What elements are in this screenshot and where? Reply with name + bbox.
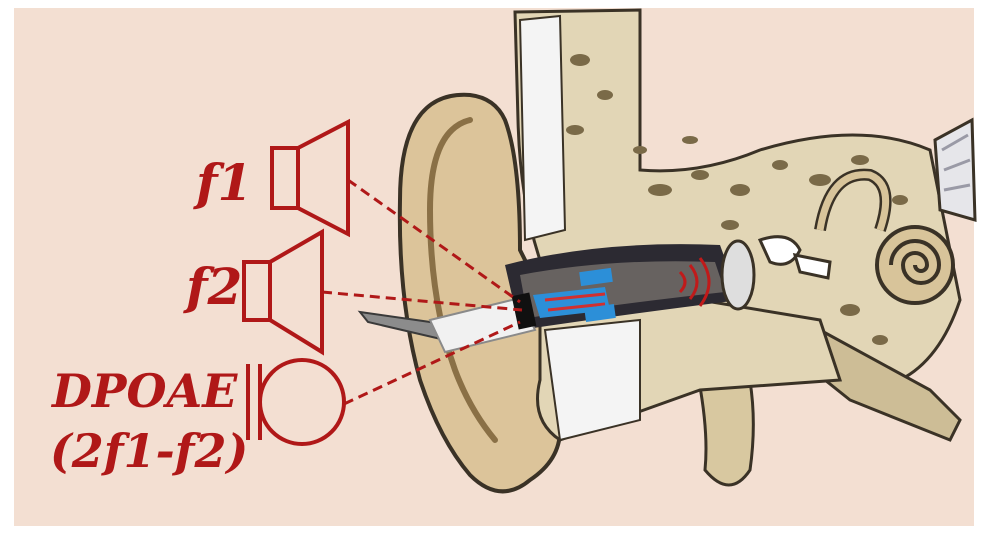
label-dpoae: DPOAE bbox=[52, 368, 237, 414]
microphone-dpoae-icon bbox=[248, 360, 344, 444]
label-dpoae-formula: (2f1-f2) bbox=[50, 428, 248, 474]
label-f2: f2 bbox=[186, 262, 242, 312]
label-f1: f1 bbox=[196, 158, 252, 208]
loudspeaker-f1-icon bbox=[272, 122, 348, 234]
loudspeaker-f2-icon bbox=[244, 232, 322, 352]
